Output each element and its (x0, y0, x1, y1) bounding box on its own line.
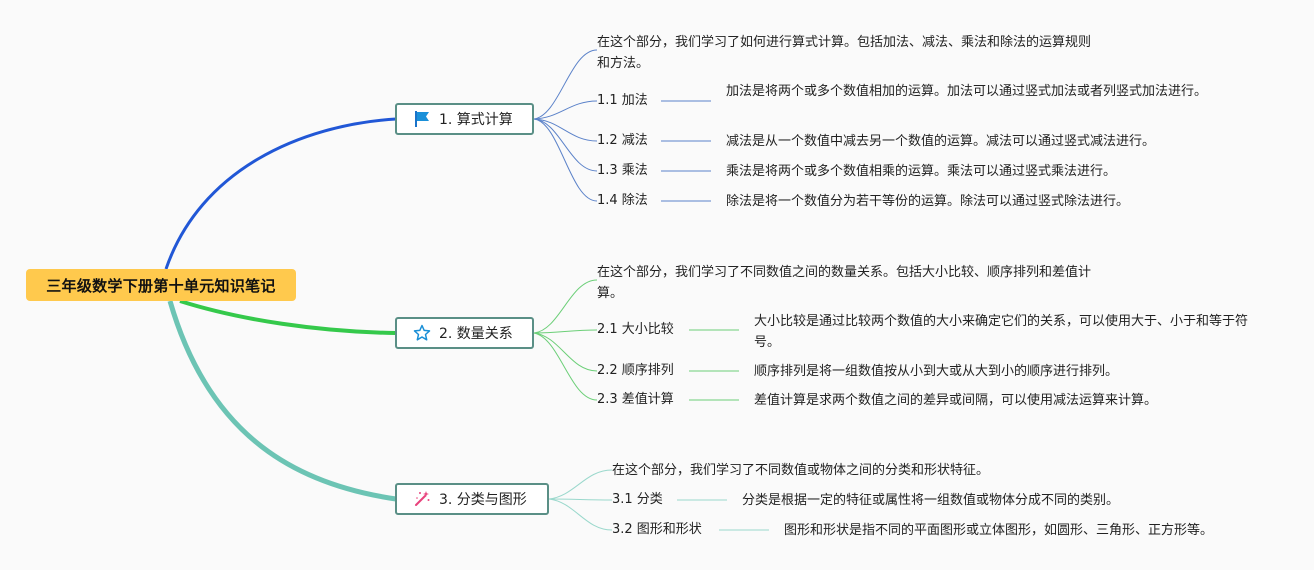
subtopic-label[interactable]: 3.1 分类 (612, 492, 663, 507)
flag-icon (415, 111, 429, 127)
topic-title: 1. 算式计算 (439, 112, 513, 128)
subtopic-description: 加法是将两个或多个数值相加的运算。加法可以通过竖式加法或者列竖式加法进行。 (726, 84, 1208, 99)
subtopic-description: 大小比较是通过比较两个数值的大小来确定它们的关系，可以使用大于、小于和等于符号。 (754, 314, 1249, 350)
sub-line-1-4 (533, 118, 598, 202)
subtopic-description: 减法是从一个数值中减去另一个数值的运算。减法可以通过竖式减法进行。 (726, 134, 1156, 149)
topic-title: 2. 数量关系 (439, 326, 513, 342)
subtopic-description: 分类是根据一定的特征或属性将一组数值或物体分成不同的类别。 (742, 493, 1120, 508)
topic-quantity-relations[interactable]: 2. 数量关系 (395, 317, 534, 349)
topic-title: 3. 分类与图形 (439, 492, 527, 508)
magic-wand-icon (415, 491, 430, 506)
sub-line-1-1 (533, 100, 598, 120)
subtopic-label[interactable]: 2.3 差值计算 (597, 392, 674, 407)
subtopic-label[interactable]: 1.3 乘法 (597, 163, 648, 178)
root-topic[interactable]: 三年级数学下册第十单元知识笔记 (26, 269, 296, 301)
subtopic-description: 图形和形状是指不同的平面图形或立体图形，如圆形、三角形、正方形等。 (784, 523, 1214, 538)
star-icon (413, 324, 431, 341)
subtopic-description: 除法是将一个数值分为若干等份的运算。除法可以通过竖式除法进行。 (726, 194, 1130, 209)
subtopic-description: 顺序排列是将一组数值按从小到大或从大到小的顺序进行排列。 (754, 364, 1119, 379)
sub-line-3-2 (548, 498, 613, 531)
sub-line-2-1 (533, 329, 598, 334)
topic-intro: 在这个部分，我们学习了不同数值之间的数量关系。包括大小比较、顺序排列和差值计算。 (597, 265, 1092, 301)
subtopic-label[interactable]: 1.1 加法 (597, 93, 648, 108)
subtopic-label[interactable]: 2.2 顺序排列 (597, 363, 674, 378)
branch-line-2 (179, 299, 397, 335)
branch-line-1 (164, 117, 397, 270)
subtopic-description: 差值计算是求两个数值之间的差异或间隔，可以使用减法运算来计算。 (754, 393, 1158, 408)
sub-line-3-1 (548, 498, 613, 501)
topic-classification-shapes[interactable]: 3. 分类与图形 (395, 483, 549, 515)
sub-line-3-intro (548, 469, 613, 500)
sub-line-1-intro (533, 49, 598, 120)
root-title: 三年级数学下册第十单元知识笔记 (46, 276, 276, 295)
sub-line-2-2 (533, 332, 598, 372)
topic-intro: 在这个部分，我们学习了不同数值或物体之间的分类和形状特征。 (612, 463, 990, 478)
subtopic-description: 乘法是将两个或多个数值相乘的运算。乘法可以通过竖式乘法进行。 (726, 164, 1117, 179)
topic-intro: 在这个部分，我们学习了如何进行算式计算。包括加法、减法、乘法和除法的运算规则和方… (597, 35, 1092, 71)
subtopic-label[interactable]: 1.4 除法 (597, 193, 648, 208)
topic-arithmetic[interactable]: 1. 算式计算 (395, 103, 534, 135)
sub-line-2-intro (533, 279, 598, 334)
subtopic-label[interactable]: 1.2 减法 (597, 133, 648, 148)
sub-line-1-2 (533, 118, 598, 142)
subtopic-label[interactable]: 3.2 图形和形状 (612, 522, 702, 537)
sub-line-1-3 (533, 118, 598, 172)
subtopic-label[interactable]: 2.1 大小比较 (597, 322, 674, 337)
branch-line-3 (167, 300, 397, 502)
sub-line-2-3 (533, 332, 598, 401)
